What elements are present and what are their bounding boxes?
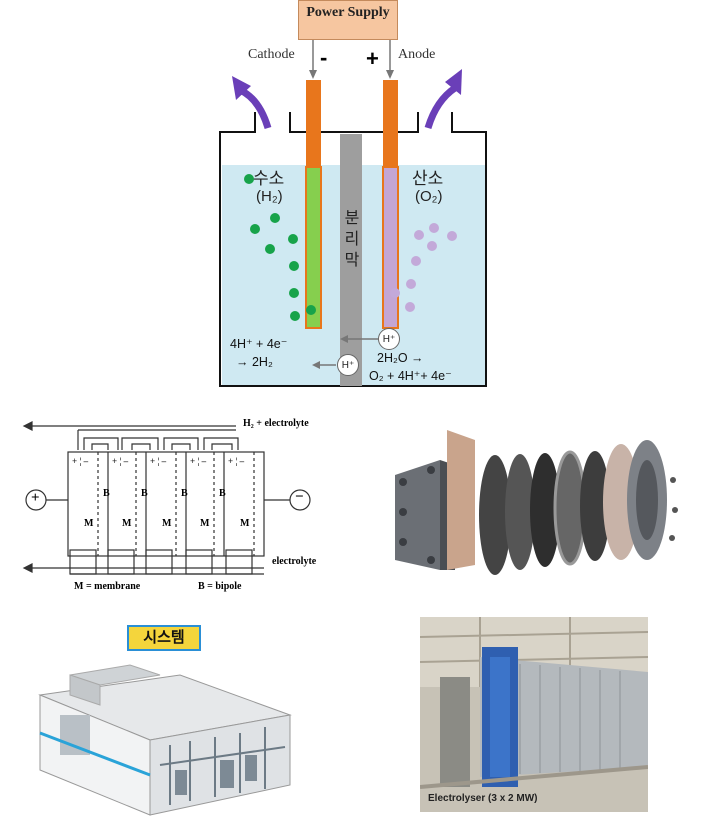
membrane-label: 분리막 bbox=[344, 210, 360, 269]
anode-reaction-line1: 2H₂O → bbox=[377, 351, 424, 365]
o2-release-arrowhead bbox=[445, 69, 462, 95]
bipole-letter: B bbox=[141, 488, 148, 499]
cathode-reaction-line2: → 2H₂ bbox=[236, 355, 273, 369]
svg-text:+ ¦ –: + ¦ – bbox=[190, 456, 207, 466]
cathode-upper bbox=[306, 80, 321, 167]
membrane-letter: M bbox=[122, 518, 132, 529]
oxygen-korean-label: 산소 bbox=[412, 169, 444, 188]
electrolysis-cell-diagram bbox=[219, 40, 487, 387]
electrolyser-photo: Electrolyser (3 x 2 MW) bbox=[420, 617, 648, 812]
h2-bubbles bbox=[244, 174, 316, 321]
anode-upper bbox=[383, 80, 398, 167]
power-supply-label: Power Supply bbox=[306, 5, 390, 20]
membrane-letter: M bbox=[200, 518, 210, 529]
anode-label: Anode bbox=[398, 47, 436, 62]
svg-text:+ ¦ –: + ¦ – bbox=[228, 456, 245, 466]
anode-submerged bbox=[382, 166, 399, 329]
hydrogen-korean-label: 수소 bbox=[253, 169, 285, 188]
bipole-letter: B bbox=[219, 488, 226, 499]
bipole-letter: B bbox=[181, 488, 188, 499]
bipole-letter: B bbox=[103, 488, 110, 499]
tank-lid bbox=[289, 112, 419, 133]
hydrogen-formula: (H₂) bbox=[256, 188, 283, 205]
terminal-plus-label: + bbox=[31, 490, 40, 506]
electrolyser-photo-scene bbox=[420, 617, 648, 789]
stack-bottom-label: electrolyte bbox=[272, 556, 317, 567]
electrolyser-caption: Electrolyser (3 x 2 MW) bbox=[428, 793, 538, 804]
cathode-lead-arrowhead bbox=[309, 70, 317, 79]
minus-sign: - bbox=[320, 45, 328, 70]
proton-ion-2: H⁺ bbox=[337, 354, 359, 376]
container-system-illustration bbox=[38, 664, 292, 816]
bipolar-stack-schematic: + ¦ – + ¦ – + ¦ – + ¦ – + ¦ – bbox=[22, 421, 311, 575]
o2-release-arrow bbox=[424, 85, 458, 130]
h2-release-arrowhead bbox=[232, 76, 251, 100]
anode-lead-arrowhead bbox=[386, 70, 394, 79]
membrane-letter: M bbox=[240, 518, 250, 529]
cathode-reaction-line1: 4H⁺ + 4e⁻ bbox=[230, 337, 288, 351]
terminal-minus-label: − bbox=[295, 489, 304, 505]
plus-sign: + bbox=[366, 46, 379, 71]
top-manifold-loops bbox=[83, 437, 239, 450]
anode-reaction-line2: O₂ + 4H⁺+ 4e⁻ bbox=[369, 369, 452, 383]
o2-bubbles bbox=[390, 223, 457, 312]
legend-membrane: M = membrane bbox=[74, 581, 141, 592]
svg-text:+ ¦ –: + ¦ – bbox=[72, 456, 89, 466]
membrane-letter: M bbox=[84, 518, 94, 529]
cathode-label: Cathode bbox=[248, 47, 295, 62]
legend-bipole: B = bipole bbox=[198, 581, 242, 592]
proton-ion-1: H⁺ bbox=[378, 328, 400, 350]
power-supply-box: Power Supply bbox=[298, 0, 398, 40]
stack-top-label: H₂ + electrolyte bbox=[243, 418, 309, 429]
separator-membrane bbox=[340, 134, 362, 386]
svg-text:+ ¦ –: + ¦ – bbox=[112, 456, 129, 466]
exploded-stack-illustration bbox=[395, 430, 678, 575]
cathode-submerged bbox=[305, 166, 322, 329]
oxygen-formula: (O₂) bbox=[415, 188, 443, 205]
membrane-letter: M bbox=[162, 518, 172, 529]
svg-text:+ ¦ –: + ¦ – bbox=[150, 456, 167, 466]
system-badge: 시스템 bbox=[127, 625, 201, 651]
